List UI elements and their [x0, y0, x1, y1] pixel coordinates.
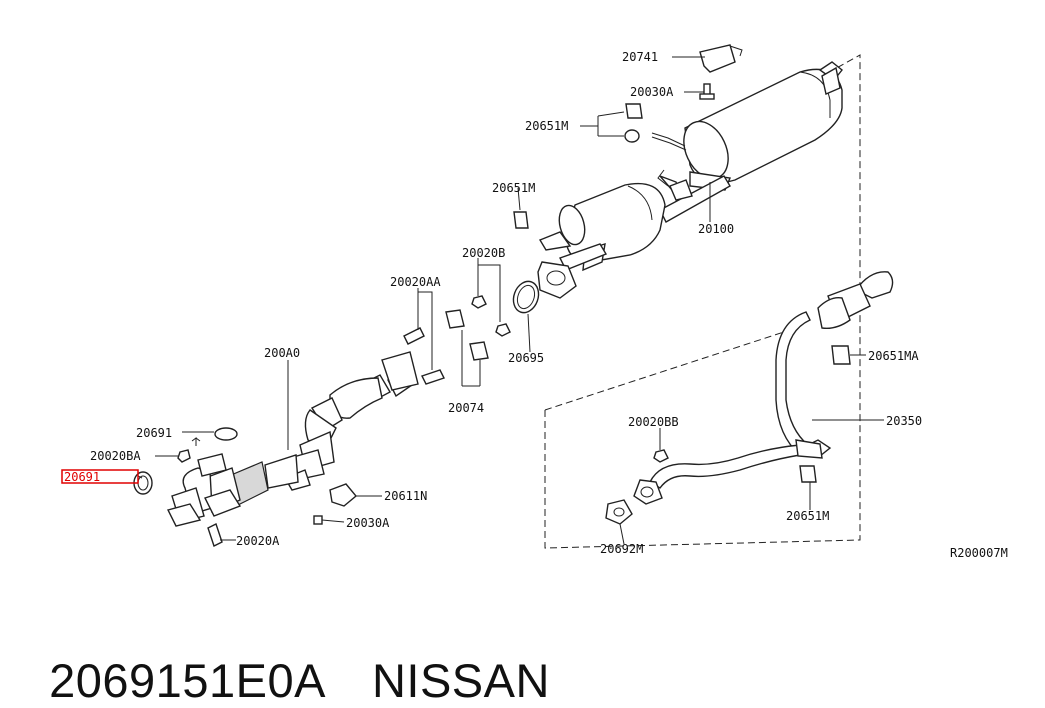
nut-20020BA[interactable]	[177, 449, 191, 463]
nut-20020B[interactable]	[471, 295, 511, 337]
tail-pipe-assembly[interactable]	[633, 271, 894, 505]
label-20691-highlighted[interactable]: 20691	[64, 470, 100, 484]
rubber-20651M-low[interactable]	[799, 465, 817, 483]
centre-pipe[interactable]	[659, 175, 731, 223]
bushings-20074[interactable]	[445, 309, 489, 361]
gasket-20691-top[interactable]	[214, 427, 238, 441]
label-20020BB[interactable]: 20020BB	[628, 415, 679, 429]
footer-caption: 2069151E0A NISSAN	[22, 598, 550, 708]
bolt-20030A-low[interactable]	[313, 515, 323, 525]
nut-20020BB[interactable]	[653, 449, 669, 463]
gasket-20692M[interactable]	[605, 499, 633, 525]
stud-bolts-20020AA[interactable]	[403, 327, 445, 385]
part-number: 2069151E0A	[49, 654, 326, 707]
bolt-20030A-top[interactable]	[699, 83, 715, 100]
highlight-box	[61, 469, 139, 484]
main-muffler[interactable]	[651, 61, 843, 194]
hanger-bracket-20741[interactable]	[699, 44, 743, 73]
label-20020A[interactable]: 20020A	[236, 534, 280, 548]
rear-section-outline-diag	[544, 329, 791, 411]
label-20691-top[interactable]: 20691	[136, 426, 172, 440]
label-20695[interactable]: 20695	[508, 351, 544, 365]
label-20020BA[interactable]: 20020BA	[90, 449, 141, 463]
label-20651M-low[interactable]: 20651M	[786, 509, 829, 523]
label-200A0[interactable]: 200A0	[264, 346, 300, 360]
label-20074[interactable]: 20074	[448, 401, 484, 415]
exhaust-exploded-diagram: 20741 20030A 20651M 20651M 20100 20020B …	[61, 44, 1008, 560]
label-20611N[interactable]: 20611N	[384, 489, 427, 503]
label-20350[interactable]: 20350	[886, 414, 922, 428]
label-20741[interactable]: 20741	[622, 50, 658, 64]
leader-lines	[137, 56, 884, 545]
label-20020AA[interactable]: 20020AA	[390, 275, 441, 289]
manufacturer-name: NISSAN	[371, 654, 550, 707]
bolt-20020A[interactable]	[207, 523, 223, 547]
label-20020B[interactable]: 20020B	[462, 246, 505, 260]
label-20100[interactable]: 20100	[698, 222, 734, 236]
label-20030A-low[interactable]: 20030A	[346, 516, 390, 530]
reference-code: R200007M	[950, 546, 1008, 560]
gasket-ring-20695[interactable]	[509, 278, 542, 316]
label-20651M-top[interactable]: 20651M	[525, 119, 568, 133]
rear-section-outline	[544, 54, 861, 549]
rubber-mount-20651M-mid[interactable]	[513, 211, 529, 229]
rubber-mount-20651M-top[interactable]	[624, 103, 643, 143]
hanger-20651MA[interactable]	[831, 345, 851, 365]
label-20651MA[interactable]: 20651MA	[868, 349, 919, 363]
label-20692M[interactable]: 20692M	[600, 542, 643, 556]
centre-muffler[interactable]	[537, 182, 666, 299]
label-20651M-mid[interactable]: 20651M	[492, 181, 535, 195]
cover-20611N[interactable]	[329, 483, 357, 507]
front-pipe[interactable]	[166, 351, 419, 527]
label-20030A-top[interactable]: 20030A	[630, 85, 674, 99]
